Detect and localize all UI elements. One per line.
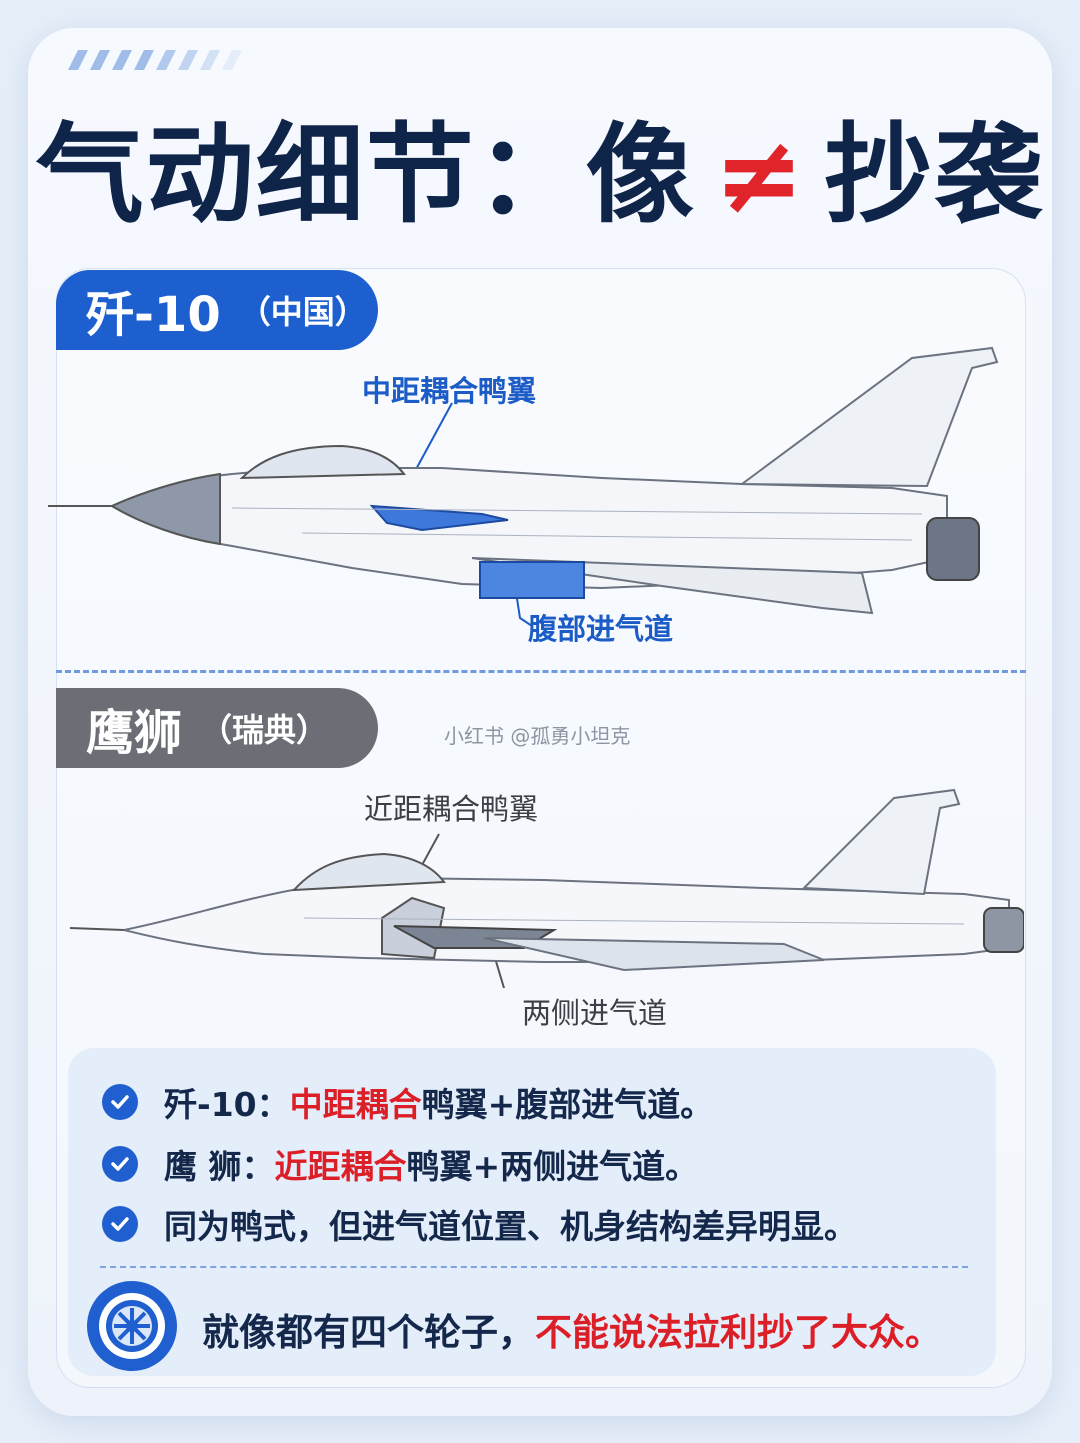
gripen-tag: 鹰狮 （瑞典） [56,688,378,768]
infographic-card: 气动细节：像≠抄袭 歼-10 （中国） 中距耦合鸭翼 腹部进气道 [28,28,1052,1416]
final-prefix: 就像都有四个轮子， [202,1311,535,1354]
row2-suffix: 鸭翼+两侧进气道。 [406,1147,699,1186]
j10-name: 歼-10 [86,287,221,343]
page-title: 气动细节：像≠抄袭 [28,116,1052,236]
gripen-plane-illustration [69,788,1024,988]
j10-plane-illustration [48,346,999,627]
summary-row-2: 鹰 狮：近距耦合鸭翼+两侧进气道。 [102,1140,698,1188]
check-icon [102,1206,138,1242]
gripen-canard-label: 近距耦合鸭翼 [364,792,539,826]
check-icon [102,1084,138,1120]
section-divider [56,670,1026,673]
wheel-icon [87,1281,177,1371]
row2-prefix: 鹰 狮： [164,1147,275,1186]
row1-prefix: 歼-10： [164,1085,290,1124]
watermark: 小红书 @孤勇小坦克 [444,724,631,748]
row1-highlight: 中距耦合 [289,1085,422,1124]
conclusion-text: 就像都有四个轮子，不能说法拉利抄了大众。 [202,1302,942,1356]
row2-highlight: 近距耦合 [274,1147,407,1186]
j10-canard-label: 中距耦合鸭翼 [362,374,537,408]
summary-row-3: 同为鸭式，但进气道位置、机身结构差异明显。 [102,1200,857,1248]
gripen-intake-label: 两侧进气道 [522,996,668,1030]
check-icon [102,1146,138,1182]
summary-box: 歼-10：中距耦合鸭翼+腹部进气道。 鹰 狮：近距耦合鸭翼+两侧进气道。 同为鸭… [68,1048,996,1376]
not-equal-sign: ≠ [713,113,807,238]
title-right: 抄袭 [824,113,1045,238]
summary-divider [100,1266,968,1268]
gripen-name: 鹰狮 [86,705,183,761]
title-left: 气动细节：像 [35,113,696,238]
j10-intake-label: 腹部进气道 [528,612,674,646]
final-highlight: 不能说法拉利抄了大众。 [535,1311,942,1354]
row3-text: 同为鸭式，但进气道位置、机身结构差异明显。 [164,1207,857,1246]
decorative-stripes [68,50,242,70]
j10-tag: 歼-10 （中国） [56,270,378,350]
row1-suffix: 鸭翼+腹部进气道。 [421,1085,714,1124]
summary-row-1: 歼-10：中距耦合鸭翼+腹部进气道。 [102,1078,713,1126]
gripen-country: （瑞典） [200,711,329,749]
j10-country: （中国） [238,293,367,331]
